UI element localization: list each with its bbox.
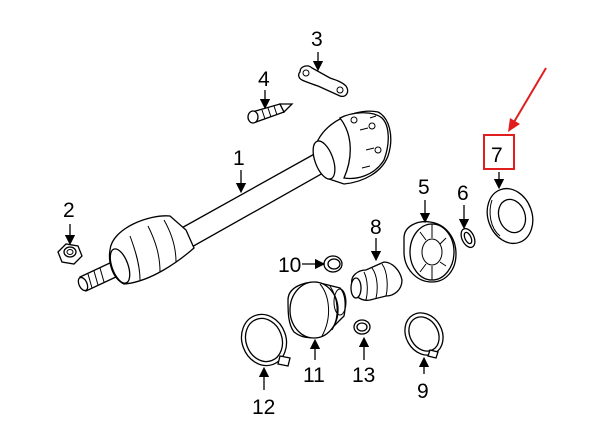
highlight-arrow-line bbox=[513, 67, 547, 123]
part-12-large-clamp[interactable] bbox=[234, 308, 293, 372]
part-10-small-clamp[interactable] bbox=[323, 255, 343, 273]
highlight-box bbox=[483, 134, 515, 170]
callout-7: 7 bbox=[491, 144, 503, 167]
part-5-inner-joint[interactable] bbox=[403, 220, 457, 283]
part-8-inner-boot[interactable] bbox=[350, 261, 403, 301]
callout-12: 12 bbox=[252, 396, 275, 419]
callout-10: 10 bbox=[278, 254, 301, 277]
part-7-ring-plate[interactable] bbox=[480, 182, 540, 250]
leader-lines bbox=[64, 52, 505, 390]
callout-2: 2 bbox=[63, 199, 75, 222]
part-4-bolt[interactable] bbox=[247, 103, 294, 124]
part-1-drive-shaft[interactable] bbox=[76, 110, 392, 292]
callout-5: 5 bbox=[418, 176, 430, 199]
callout-9: 9 bbox=[417, 380, 429, 403]
callout-1: 1 bbox=[233, 147, 245, 170]
highlight-part-7: 7 bbox=[483, 67, 547, 170]
callout-13: 13 bbox=[352, 364, 375, 387]
callout-3: 3 bbox=[311, 28, 323, 51]
callout-11: 11 bbox=[303, 364, 325, 387]
callout-4: 4 bbox=[258, 68, 270, 91]
part-2-nut[interactable] bbox=[57, 243, 83, 265]
part-11-outer-boot[interactable] bbox=[287, 281, 347, 339]
callout-8: 8 bbox=[370, 216, 382, 239]
part-3-bracket[interactable] bbox=[298, 65, 349, 98]
highlight-arrow-head bbox=[508, 118, 520, 132]
part-9-clamp[interactable] bbox=[397, 306, 450, 362]
callout-6: 6 bbox=[457, 182, 469, 205]
callout-labels: 1 2 3 4 5 6 8 9 10 11 12 13 bbox=[63, 28, 469, 419]
part-13-snap-ring[interactable] bbox=[353, 319, 371, 335]
part-6-snap-ring[interactable] bbox=[458, 226, 477, 249]
